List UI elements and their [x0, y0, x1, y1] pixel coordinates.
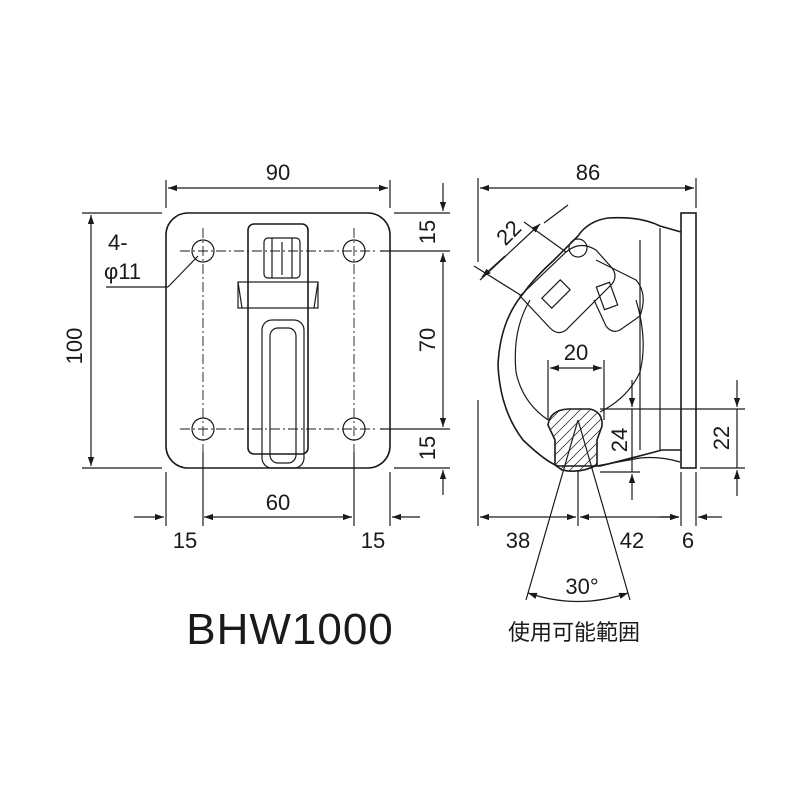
dim-edge-bottom: 15	[415, 436, 440, 460]
latch	[519, 238, 644, 334]
dim-usable-angle: 30°	[565, 574, 598, 599]
dim-center-to-plate: 42	[620, 528, 644, 553]
bar-section	[547, 408, 603, 472]
hook-side	[497, 216, 682, 467]
dim-plate-thickness: 6	[682, 528, 694, 553]
usable-range-caption: 使用可能範囲	[508, 621, 640, 646]
dim-bar-diameter: 20	[564, 340, 588, 365]
model-title: BHW1000	[186, 605, 394, 654]
hole-note-count: 4-	[108, 230, 128, 255]
front-view-dimensions: 90 100 15 60 15 15 70 15	[62, 160, 450, 553]
hook-front	[237, 223, 319, 469]
dim-hole-spacing: 60	[266, 490, 290, 515]
dim-height: 100	[62, 328, 87, 365]
dim-left-to-center: 38	[506, 528, 530, 553]
dim-width: 90	[266, 160, 290, 185]
dim-edge-right: 15	[361, 528, 385, 553]
side-view	[497, 212, 697, 472]
dim-hole-vertical-spacing: 70	[415, 328, 440, 352]
dim-edge-left: 15	[173, 528, 197, 553]
dim-bar-offset: 22	[709, 426, 734, 450]
dim-hook-opening: 22	[491, 215, 526, 250]
hole-note-diameter: φ11	[104, 259, 141, 284]
side-view-dimensions: 86 22 20 24 22 38 42	[473, 160, 745, 603]
mounting-hole	[191, 239, 215, 263]
dim-bar-height: 24	[607, 428, 632, 452]
front-view: 4- φ11	[104, 212, 391, 469]
wall-plate	[680, 212, 697, 469]
dim-edge-top: 15	[415, 220, 440, 244]
dim-depth: 86	[576, 160, 600, 185]
